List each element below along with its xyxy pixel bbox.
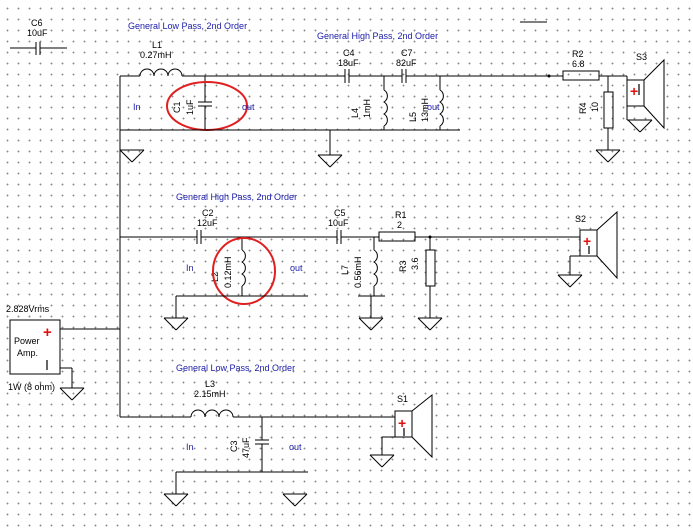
c7-value: 82uF: [396, 58, 417, 68]
ground-symbol: [119, 149, 145, 163]
c3-value: 47uF: [241, 437, 251, 458]
top-high-pass-title: General High Pass, 2nd Order: [317, 31, 438, 41]
s2-label: S2: [575, 214, 586, 224]
top-low-pass-out: out: [242, 102, 255, 112]
speaker-s2[interactable]: + S2: [575, 210, 618, 280]
svg-text:+: +: [43, 324, 52, 341]
resistor-r3[interactable]: R3 3.6: [398, 235, 436, 319]
capacitor-c2[interactable]: C2 12uF: [196, 208, 218, 244]
inductor-l2[interactable]: L2 0.12mH: [210, 237, 246, 296]
inductor-l1[interactable]: L1 0.27mH: [139, 40, 183, 77]
capacitor-c5[interactable]: C5 10uF: [328, 208, 349, 244]
mid-high-pass-in: In: [186, 263, 194, 273]
svg-text:+: +: [398, 415, 406, 431]
r1-ref: R1: [395, 210, 407, 220]
r1-value: 2: [397, 220, 402, 230]
top-high-pass-out: out: [427, 102, 440, 112]
l1-value: 0.27mH: [140, 50, 172, 60]
top-section: C6 10uF General Low Pass, 2nd Order Gene…: [10, 18, 665, 168]
l3-ref: L3: [205, 379, 215, 389]
l2-value: 0.12mH: [223, 256, 233, 288]
c3-ref: C3: [229, 440, 239, 452]
capacitor-c7[interactable]: C7 82uF: [396, 48, 417, 83]
top-low-pass-title: General Low Pass, 2nd Order: [128, 21, 247, 31]
inductor-l4[interactable]: L4 1mH: [350, 76, 388, 130]
amp-label-line2: Amp.: [17, 348, 38, 358]
c5-ref: C5: [334, 208, 346, 218]
l1-ref: L1: [152, 40, 162, 50]
middle-section: General High Pass, 2nd Order C2 12uF L2 …: [119, 150, 618, 417]
inductor-l5[interactable]: L5 13mH: [408, 76, 444, 130]
speaker-s3[interactable]: + S3: [626, 52, 665, 130]
l3-value: 2.15mH: [194, 389, 226, 399]
l7-ref: L7: [340, 265, 350, 275]
c4-value: 18uF: [338, 58, 359, 68]
capacitor-c3[interactable]: C3 47uF: [229, 417, 269, 472]
bottom-low-pass-in: In: [186, 442, 194, 452]
amp-label-line1: Power: [14, 336, 40, 346]
resistor-r2[interactable]: R2 6.8: [562, 49, 600, 81]
bottom-section: General Low Pass, 2nd Order L3 2.15mH C3…: [120, 363, 433, 507]
c5-value: 10uF: [328, 218, 349, 228]
capacitor-c4[interactable]: C4 18uF: [338, 48, 359, 83]
r4-value: 10: [590, 102, 600, 112]
mid-high-pass-out: out: [290, 263, 303, 273]
s3-label: S3: [636, 52, 647, 62]
power-amp[interactable]: 2.828Vrms Power Amp. + 1W (8 ohm): [6, 304, 120, 401]
resistor-r4[interactable]: R4 10: [578, 76, 614, 150]
bottom-low-pass-out: out: [289, 442, 302, 452]
c6-value: 10uF: [27, 28, 48, 38]
c1-value: 1uF: [185, 99, 195, 115]
svg-text:+: +: [583, 233, 591, 249]
c2-value: 12uF: [197, 218, 218, 228]
r2-ref: R2: [572, 49, 584, 59]
svg-text:+: +: [630, 83, 638, 99]
c1-ref: C1: [172, 101, 182, 113]
amp-power: 1W (8 ohm): [8, 382, 55, 392]
l5-value: 13mH: [420, 98, 430, 122]
c4-ref: C4: [343, 48, 355, 58]
inductor-l3[interactable]: L3 2.15mH: [190, 379, 234, 418]
l4-value: 1mH: [362, 99, 372, 118]
amp-voltage: 2.828Vrms: [6, 304, 50, 314]
l7-value: 0.56mH: [353, 256, 363, 288]
s1-label: S1: [397, 394, 408, 404]
resistor-r1[interactable]: R1 2: [378, 210, 416, 242]
l4-ref: L4: [350, 108, 360, 118]
c6-ref: C6: [31, 18, 43, 28]
l5-ref: L5: [408, 112, 418, 122]
top-low-pass-in: In: [133, 102, 141, 112]
r3-ref: R3: [398, 260, 408, 272]
inductor-l7[interactable]: L7 0.56mH: [340, 237, 378, 296]
mid-high-pass-title: General High Pass, 2nd Order: [176, 192, 297, 202]
l2-ref: L2: [210, 272, 220, 282]
r3-value: 3.6: [410, 257, 420, 270]
capacitor-c1[interactable]: C1 1uF: [172, 76, 212, 130]
bottom-low-pass-title: General Low Pass, 2nd Order: [176, 363, 295, 373]
r4-ref: R4: [578, 102, 588, 114]
speaker-s1[interactable]: + S1: [394, 393, 433, 459]
capacitor-c6[interactable]: C6 10uF: [10, 18, 67, 55]
r2-value: 6.8: [572, 59, 585, 69]
c2-ref: C2: [202, 208, 214, 218]
l2-highlight-circle: [212, 237, 276, 305]
c7-ref: C7: [401, 48, 413, 58]
